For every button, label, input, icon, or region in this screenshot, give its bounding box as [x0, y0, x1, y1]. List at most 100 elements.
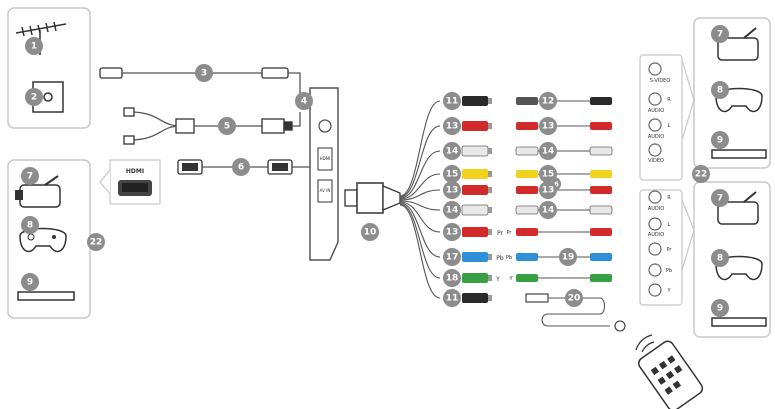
set-top-box-icon	[711, 317, 767, 327]
number-badge-11: 11	[443, 92, 461, 110]
number-badge-text: 7	[717, 30, 723, 40]
number-badge-13: 13	[539, 117, 557, 135]
number-badge-text: 13	[542, 186, 555, 196]
set-top-box-icon	[17, 291, 75, 301]
pr-tag-mid: Pr	[507, 230, 513, 236]
tv-side-panel: HDMI AV IN	[309, 87, 339, 261]
hdmi-cable	[177, 159, 310, 175]
number-badge-14: 14	[443, 201, 461, 219]
plug-white-1	[461, 145, 492, 157]
number-badge-10: 10	[361, 223, 379, 241]
number-badge-text: 5	[224, 122, 230, 132]
l-bottom: L	[668, 222, 671, 228]
number-badge-text: 13	[542, 122, 555, 132]
number-badge-text: 6	[238, 163, 244, 173]
pb-tag-mid: Pb	[506, 255, 512, 261]
number-badge-11: 11	[443, 289, 461, 307]
number-badge-text: 2	[31, 93, 37, 103]
extension-plugs-right	[589, 97, 613, 282]
number-badge-22: 22	[692, 165, 710, 183]
port-hdmi-label: HDMI	[320, 156, 331, 161]
number-badge-13: 13	[443, 117, 461, 135]
plug-red-1	[462, 121, 492, 131]
plug-blue-pb	[462, 252, 492, 262]
number-badge-17: 17	[443, 248, 461, 266]
y-jack: Y	[666, 288, 671, 294]
remote-control-icon	[635, 334, 704, 409]
audio-l-bottom-label: AUDIO	[648, 232, 664, 238]
r-bottom: R	[667, 195, 671, 201]
extension-plugs-left	[515, 97, 539, 282]
number-badge-text: 14	[446, 147, 459, 157]
camcorder-icon	[717, 191, 759, 225]
number-badge-text: 9	[717, 304, 723, 314]
hdmi-badge-label: HDMI	[126, 168, 144, 175]
number-badge-20: 20	[565, 289, 583, 307]
number-badge-text: 8	[717, 86, 723, 96]
number-badge-8: 8	[21, 216, 39, 234]
number-badge-9: 9	[711, 299, 729, 317]
number-badge-13: 13	[443, 223, 461, 241]
breakout-cables	[399, 100, 441, 299]
hdmi-port-callout: HDMI	[99, 159, 161, 205]
number-badge-text: 11	[446, 97, 459, 107]
number-badge-text: 9	[717, 136, 723, 146]
camcorder-icon	[15, 175, 61, 208]
number-badge-13: 13	[443, 181, 461, 199]
plug-black-top	[462, 96, 492, 106]
set-top-box-icon	[711, 149, 767, 159]
number-badge-7: 7	[21, 167, 39, 185]
number-badge-3: 3	[195, 64, 213, 82]
number-badge-text: 14	[542, 206, 555, 216]
number-badge-text: 13	[446, 122, 459, 132]
pb-tag-left: Pb	[496, 255, 504, 262]
pr-tag-left: Pr	[497, 230, 504, 237]
y-splitter-cable	[123, 107, 301, 145]
video-label: VIDEO	[648, 158, 664, 164]
y-tag-left: Y	[495, 276, 500, 283]
port-av-label: AV IN	[320, 188, 331, 193]
camcorder-icon	[717, 27, 759, 61]
number-badge-text: 18	[446, 274, 459, 284]
number-badge-7: 7	[711, 189, 729, 207]
svideo-label: S-VIDEO	[650, 78, 671, 84]
number-badge-text: 7	[27, 172, 33, 182]
number-badge-1: 1	[25, 37, 43, 55]
number-badge-18: 18	[443, 269, 461, 287]
number-badge-text: 22	[695, 170, 708, 180]
component-bracket	[681, 199, 695, 271]
number-badge-4: 4	[295, 92, 313, 110]
number-badge-text: 19	[562, 253, 575, 263]
number-badge-9: 9	[711, 131, 729, 149]
number-badge-text: 12	[542, 97, 555, 107]
plug-white-2	[461, 204, 492, 216]
plug-yellow	[462, 169, 492, 179]
jack-circles	[648, 62, 662, 297]
number-badge-text: 15	[542, 170, 555, 180]
number-badge-text: 13	[446, 228, 459, 238]
gamepad-icon	[19, 227, 67, 253]
number-badge-19: 19	[559, 248, 577, 266]
number-badge-text: 9	[27, 278, 33, 288]
number-badge-14: 14	[443, 142, 461, 160]
number-badge-22: 22	[87, 233, 105, 251]
av-connector	[344, 182, 401, 214]
number-badge-14: 14	[539, 142, 557, 160]
number-badge-text: 3	[201, 69, 207, 79]
number-badge-8: 8	[711, 81, 729, 99]
audio-r-bottom-label: AUDIO	[648, 206, 664, 212]
number-badge-text: 17	[446, 253, 459, 263]
pb-jack: Pb	[666, 268, 672, 274]
audio-r-top-label: AUDIO	[648, 108, 664, 114]
l-top: L	[668, 123, 671, 129]
plug-red-pr	[462, 227, 492, 237]
y-tag-mid: Y	[508, 276, 513, 282]
number-badge-text: 22	[90, 238, 103, 248]
number-badge-text: 11	[446, 294, 459, 304]
r-top: R	[667, 97, 671, 103]
audio-l-top-label: AUDIO	[648, 134, 664, 140]
number-badge-text: 20	[568, 294, 581, 304]
number-badge-text: 8	[717, 254, 723, 264]
number-badge-13: 13	[539, 181, 557, 199]
